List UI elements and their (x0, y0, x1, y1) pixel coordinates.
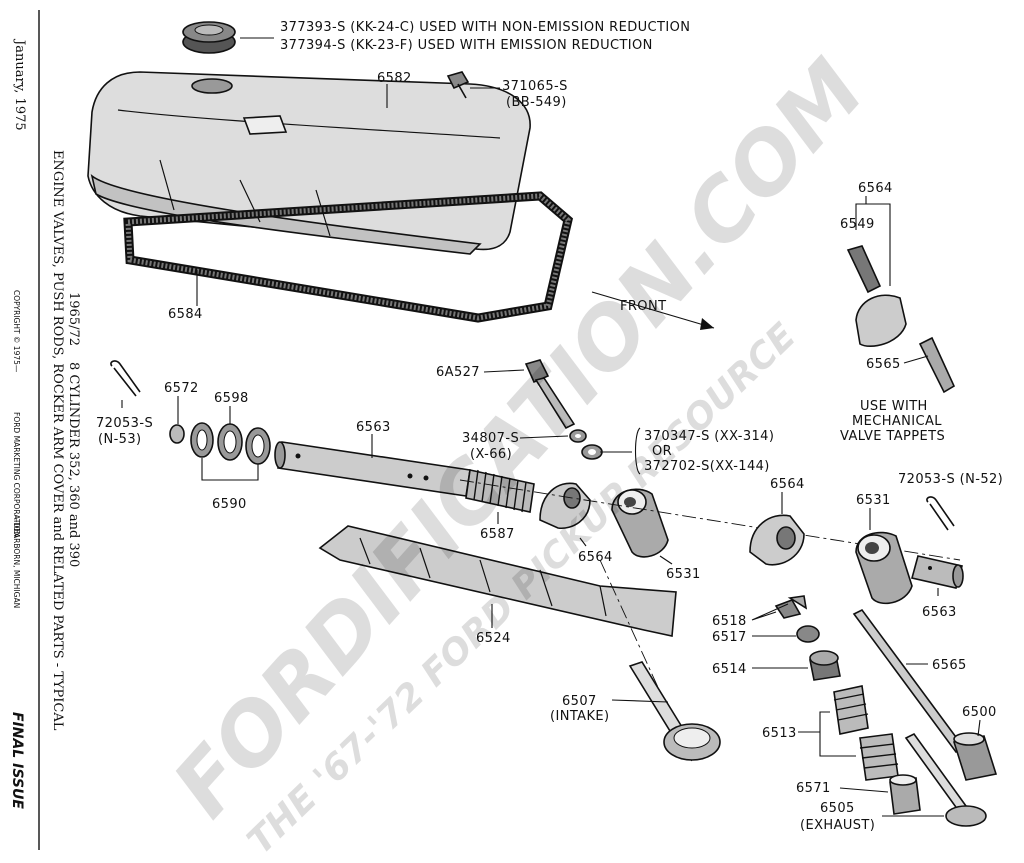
label-rocker-1: 6564 (578, 550, 613, 565)
rocker-arm-cover (87, 71, 531, 255)
label-support-1: 6531 (666, 567, 701, 582)
spring-retainer (796, 625, 820, 643)
leader-wash-a (519, 435, 569, 439)
label-front: FRONT (620, 299, 666, 314)
label-pin-right: 72053-S (N-52) (898, 472, 1003, 487)
label-deflector: 6524 (476, 631, 511, 646)
rocker-shaft-right (911, 555, 964, 589)
label-bolt-6a527: 6A527 (436, 365, 480, 380)
exhaust-valve (904, 732, 987, 827)
assembly-centerline (459, 479, 961, 561)
cover-gasket (123, 191, 574, 323)
label-washer: 6598 (214, 391, 249, 406)
oil-filler-cap (182, 21, 236, 54)
sidebar-date: January, 1975 (12, 38, 27, 131)
label-pin-left-a: 72053-S (96, 416, 153, 431)
label-washer-set: 6590 (212, 497, 247, 512)
valve-springs (833, 685, 899, 781)
front-arrow (591, 291, 715, 329)
label-mech-note-1: USE WITH (860, 399, 928, 414)
rocker-arm-right (749, 514, 805, 566)
leader-intake (611, 699, 669, 703)
oil-deflector (318, 525, 677, 637)
leader-wash-alt (600, 427, 641, 475)
sidebar-engine: 8 CYLINDER 352, 360 and 390 (66, 362, 81, 567)
leader-mech-rocker (855, 196, 891, 286)
cover-bolt (446, 71, 470, 99)
front-arrowhead (700, 318, 714, 330)
pushrod (852, 608, 966, 754)
label-mech-note-2: MECHANICAL (852, 414, 942, 429)
cotter-pin-right (926, 496, 955, 531)
label-shaft-right: 6563 (922, 605, 957, 620)
leader-springs (798, 711, 856, 757)
rocker-shaft-spring (465, 469, 535, 513)
label-bolt-b: (BB-549) (506, 95, 567, 110)
mechanical-rocker-group (846, 245, 956, 394)
leader-damper (839, 787, 889, 793)
label-mech-pushrod: 6565 (866, 357, 901, 372)
valve-stem-seal (809, 650, 841, 681)
label-tappet: 6500 (962, 705, 997, 720)
label-mech-rocker: 6564 (858, 181, 893, 196)
label-mech-bolt: 6549 (840, 217, 875, 232)
cotter-pin-left (110, 360, 141, 397)
label-alt-b: 372702-S(XX-144) (644, 459, 770, 474)
leader-tappet (977, 719, 981, 737)
rocker-support-right (855, 531, 913, 605)
label-gasket: 6584 (168, 307, 203, 322)
label-cover: 6582 (377, 71, 412, 86)
valve-tappet (952, 732, 998, 781)
leader-support-1 (659, 555, 673, 565)
spring-damper (889, 774, 921, 815)
leader-keys (751, 603, 789, 621)
label-seal: 6514 (712, 662, 747, 677)
label-intake: 6507 (562, 694, 597, 709)
sidebar-title: ENGINE VALVES, PUSH RODS, ROCKER ARM COV… (50, 150, 65, 731)
label-damper: 6571 (796, 781, 831, 796)
sidebar-copyright: COPYRIGHT © 1975— (12, 290, 21, 373)
leader-washer-set (201, 458, 259, 481)
final-issue-label: FINAL ISSUE (9, 712, 25, 809)
label-plug: 6572 (164, 381, 199, 396)
label-mech-note-3: VALVE TAPPETS (840, 429, 945, 444)
label-spring: 6587 (480, 527, 515, 542)
valve-keys (774, 595, 808, 619)
label-shaft: 6563 (356, 420, 391, 435)
label-pin-left-b: (N-53) (98, 432, 142, 447)
label-support-2: 6531 (856, 493, 891, 508)
label-springs: 6513 (762, 726, 797, 741)
leader-bolt-6a527 (483, 369, 525, 373)
label-exhaust: 6505 (820, 801, 855, 816)
label-exhaust-sub: (EXHAUST) (800, 818, 875, 833)
leader-mech-pushrod (903, 355, 929, 364)
sidebar-publisher: FORD MARKETING CORPORATION (12, 412, 21, 537)
label-alt-a: 370347-S (XX-314) (644, 429, 774, 444)
label-pushrod: 6565 (932, 658, 967, 673)
label-intake-sub: (INTAKE) (550, 709, 609, 724)
label-retainer: 6517 (712, 630, 747, 645)
label-cap-b: 377394-S (KK-23-F) USED WITH EMISSION RE… (280, 38, 653, 53)
intake-valve (628, 661, 721, 761)
sidebar-years: 1965/72 (66, 292, 81, 346)
rocker-support-bolt (524, 359, 576, 430)
label-bolt-a: 371065-S (502, 79, 568, 94)
leader-rocker-1 (579, 537, 587, 547)
label-keys: 6518 (712, 614, 747, 629)
shaft-plug-washers (169, 422, 271, 465)
sidebar-location: —DEARBORN, MICHIGAN (12, 515, 21, 608)
label-wash-b: (X-66) (470, 447, 512, 462)
label-rocker-2: 6564 (770, 477, 805, 492)
label-cap-a: 377393-S (KK-24-C) USED WITH NON-EMISSIO… (280, 20, 690, 35)
label-alt-or: OR (652, 444, 672, 459)
label-wash-a: 34807-S (462, 431, 519, 446)
